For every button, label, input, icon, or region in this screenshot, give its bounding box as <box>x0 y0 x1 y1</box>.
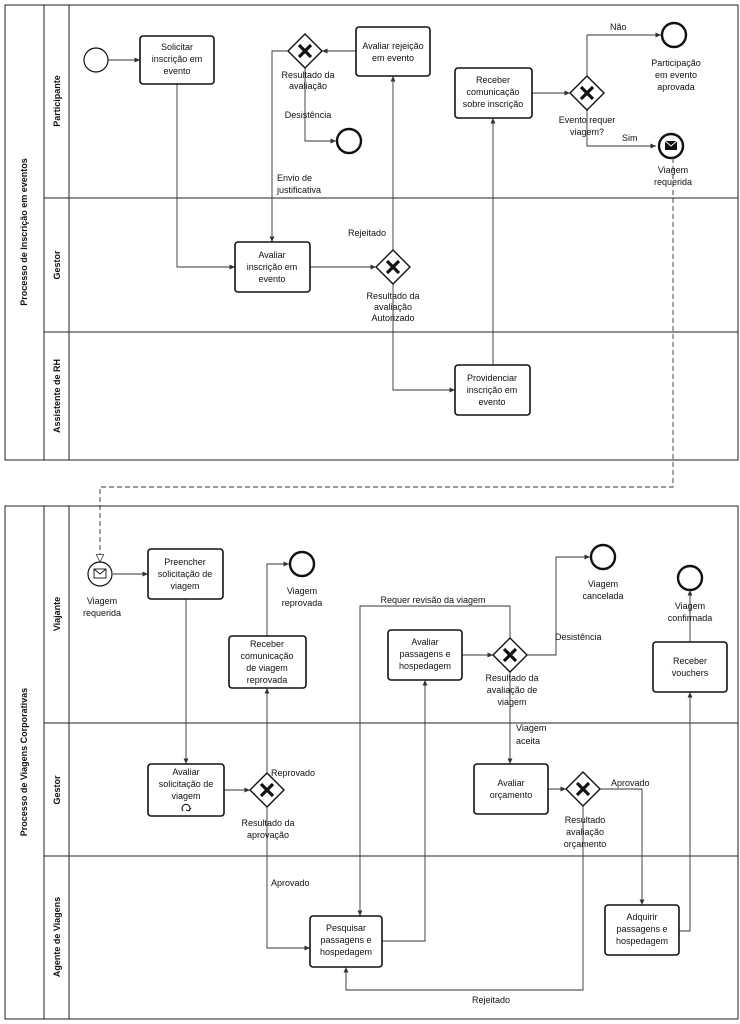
end-event-viagem-requerida-message <box>657 132 685 160</box>
label-aprovado-1: Aprovado <box>271 878 310 888</box>
label-desistencia-2: Desistência <box>555 632 602 642</box>
flow-solicitar-avaliar <box>176 84 235 270</box>
flow-gw-envio-justificativa <box>269 50 288 242</box>
label-rejeitado-1: Rejeitado <box>348 228 386 238</box>
pool1-title: Processo de Inscrição em eventos <box>19 158 29 306</box>
end-event-viagem-reprovada <box>288 550 316 578</box>
pool2-flows <box>113 554 693 991</box>
end-event-participacao-aprovada <box>660 21 688 49</box>
lane-gestor-2: Gestor <box>52 775 62 805</box>
flow-gw-providenciar <box>392 284 455 393</box>
end-event-viagem-confirmada <box>676 564 704 592</box>
start-event-viagem-requerida-message <box>87 561 113 587</box>
flow-gw-requer-revisao <box>357 605 511 916</box>
message-flow-viagem-requerida <box>100 158 674 562</box>
label-sim: Sim <box>622 133 638 143</box>
lane-participante: Participante <box>52 75 62 127</box>
label-rejeitado-2: Rejeitado <box>472 995 510 1005</box>
gateway-resultado-aprovacao[interactable] <box>249 772 285 808</box>
end-event-viagem-cancelada <box>589 543 617 571</box>
pool1-flows <box>108 32 661 393</box>
label-desistencia-1: Desistência <box>285 110 332 120</box>
pool-inscricao-eventos: Processo de Inscrição em eventos Partici… <box>4 4 739 461</box>
flow-gw-nao <box>586 32 661 76</box>
start-event-inscricao <box>83 47 109 73</box>
label-reprovado: Reprovado <box>271 768 315 778</box>
label-aprovado-2: Aprovado <box>611 778 650 788</box>
flow-gw-desistencia <box>527 554 590 656</box>
lane-viajante: Viajante <box>52 597 62 631</box>
label-requer-revisao: Requer revisão da viagem <box>380 595 485 605</box>
flow-gw-aprovado-pesquisar <box>266 807 310 951</box>
gateway-resultado-avaliacao-participante[interactable] <box>287 33 323 69</box>
lane-agente-viagens: Agente de Viagens <box>52 897 62 977</box>
flow-gw-sim <box>586 110 656 149</box>
lane-gestor-1: Gestor <box>52 250 62 280</box>
pool-viagens-corporativas: Processo de Viagens Corporativas Viajant… <box>4 505 739 1020</box>
pool2-title: Processo de Viagens Corporativas <box>19 688 29 836</box>
flow-adquirir-receber-vouchers <box>679 692 693 932</box>
label-nao: Não <box>610 22 627 32</box>
flow-gw-desistencia <box>304 68 336 144</box>
gateway-resultado-avaliacao-gestor[interactable] <box>375 249 411 285</box>
flow-gw-rejeitado-pesquisar <box>343 806 584 991</box>
gateway-resultado-avaliacao-viagem[interactable] <box>492 637 528 673</box>
flow-receber-viagem-reprovada <box>266 561 289 636</box>
gateway-resultado-orcamento[interactable] <box>565 771 601 807</box>
end-event-desistencia <box>335 127 363 155</box>
gateway-evento-requer-viagem[interactable] <box>569 75 605 111</box>
lane-assistente-rh: Assistente de RH <box>52 359 62 433</box>
flow-gw-aprovado-adquirir <box>600 788 645 905</box>
flow-pesquisar-avaliar <box>382 680 428 942</box>
